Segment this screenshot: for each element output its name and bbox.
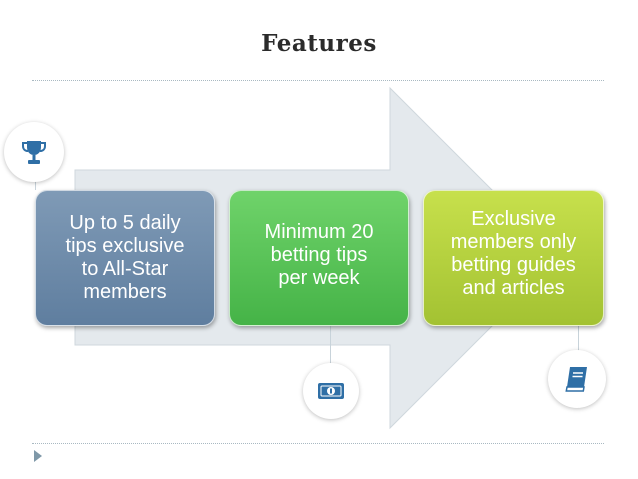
bottom-divider	[32, 443, 604, 444]
connector-line	[330, 326, 331, 381]
top-divider	[32, 80, 604, 81]
slide-bullet-marker	[34, 450, 42, 462]
feature-box-guides: Exclusive members only betting guides an…	[423, 190, 604, 326]
feature-box-weekly-tips: Minimum 20 betting tips per week	[229, 190, 409, 326]
trophy-icon	[4, 122, 64, 182]
money-icon	[303, 363, 359, 419]
book-icon	[548, 350, 606, 408]
slide-title: Features	[261, 30, 377, 57]
feature-box-daily-tips: Up to 5 daily tips exclusive to All-Star…	[35, 190, 215, 326]
